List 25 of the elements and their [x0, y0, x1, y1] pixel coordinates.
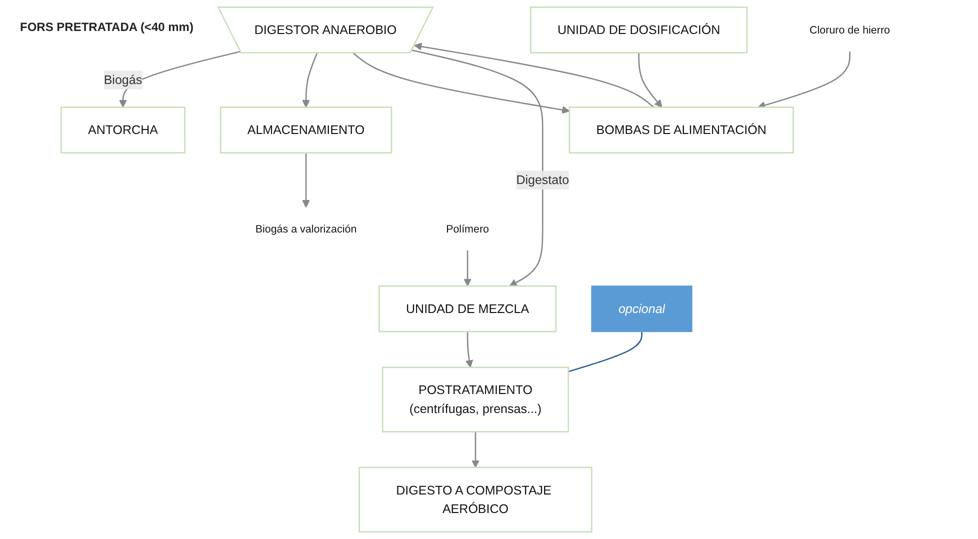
node-box: opcional: [591, 286, 692, 332]
node-box: UNIDAD DE MEZCLA: [378, 285, 557, 332]
arrow: [302, 52, 318, 108]
node-text: Biogás a valorización: [255, 222, 357, 236]
arrow: [412, 50, 544, 286]
arrow: [414, 42, 654, 108]
arrow: [353, 52, 570, 114]
note-text: FORS PRETRATADA (<40 mm): [20, 20, 194, 34]
arrow: [464, 250, 472, 286]
arrow: [465, 332, 474, 368]
node-text: Polímero: [446, 222, 489, 236]
node-text: Cloruro de hierro: [810, 24, 890, 36]
arrow: [638, 52, 662, 108]
node-box: DIGESTO A COMPOSTAJE AERÓBICO: [358, 466, 592, 532]
node-box: POSTRATAMIENTO (centrífugas, prensas...): [382, 366, 570, 432]
edge-label: Digestato: [516, 172, 570, 187]
arrow: [472, 432, 480, 468]
connector: [568, 332, 642, 372]
node-box: UNIDAD DE DOSIFICACIÓN: [530, 6, 748, 54]
edge-label: Biogás: [104, 72, 142, 87]
arrow: [758, 51, 850, 109]
arrow: [302, 152, 310, 208]
node-box: ALMACENAMIENTO: [220, 106, 392, 154]
node-box: BOMBAS DE ALIMENTACIÓN: [568, 106, 794, 154]
node-box: ANTORCHA: [60, 106, 186, 154]
